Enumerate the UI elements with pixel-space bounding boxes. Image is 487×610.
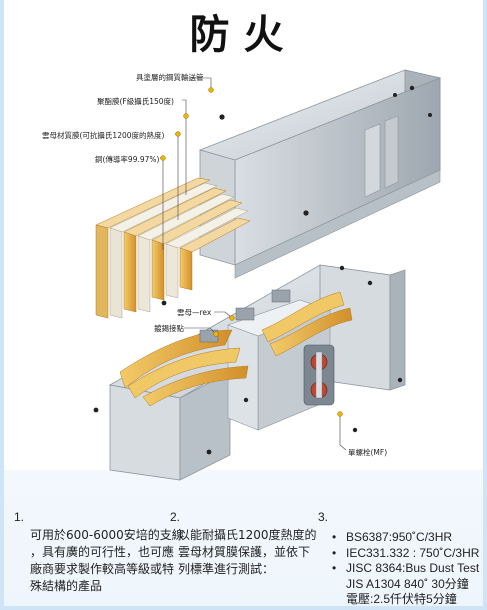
standard-item: JIS A1304 840˚ 30分鐘 — [332, 577, 479, 593]
column-1-number: 1. — [14, 510, 25, 524]
standard-text: BS6387:950˚C/3HR — [346, 530, 453, 544]
callout-mica-rex: 雲母—rex — [177, 308, 212, 317]
column-1-text: 可用於600-6000安培的支線 ，具有廣的可行性，也可應 廠商要求製作較高等級… — [30, 527, 184, 595]
column-3-number: 3. — [318, 510, 329, 524]
callout-copper: 銅(傳導率99.97%) — [95, 155, 160, 164]
callout-insulation-film: 聚酯膜(F級攝氏150度) — [97, 97, 174, 106]
standard-item: •BS6387:950˚C/3HR — [332, 530, 453, 544]
column-1-line: ，具有廣的可行性，也可應 — [30, 545, 175, 559]
standard-text: IEC331.332 : 750˚C/3HR — [346, 545, 480, 560]
column-2-line: 以能耐攝氏1200度熱度的 — [178, 528, 317, 542]
page-title: 防火 — [189, 11, 298, 58]
standard-text: JIS A1304 840˚ 30分鐘 — [346, 576, 469, 591]
column-1-line: 可用於600-6000安培的支線 — [30, 528, 184, 542]
callout-steel-housing: 具塗層的鋼質輸送管 — [136, 73, 204, 82]
standards-list: •BS6387:950˚C/3HR •IEC331.332 : 750˚C/3H… — [332, 530, 479, 608]
busway-joint — [93, 264, 406, 481]
callout-plated-contact: 鍍錫接點 — [154, 324, 184, 333]
callout-bolt: 單螺栓(MF) — [348, 448, 388, 457]
busway-diagram — [93, 69, 442, 481]
standard-text: 電壓:2.5仟伏特5分鐘 — [346, 592, 457, 606]
standard-text: JISC 8364:Bus Dust Test — [346, 561, 480, 575]
standard-item: •IEC331.332 : 750˚C/3HR — [332, 545, 480, 560]
column-2-line: 列標準進行測試： — [178, 562, 275, 576]
callout-mica-film: 雲母材質膜(可抗攝氏1200度的熱度) — [42, 131, 165, 140]
column-2-text: 以能耐攝氏1200度熱度的 雲母材質膜保護，並依下 列標準進行測試： — [178, 527, 317, 578]
column-1-line: 廠商要求製作較高等級或特 — [30, 562, 175, 576]
column-2-line: 雲母材質膜保護，並依下 — [178, 545, 311, 559]
standard-item: •JISC 8364:Bus Dust Test — [332, 561, 480, 575]
standard-item: 電壓:2.5仟伏特5分鐘 — [332, 592, 479, 608]
busway-upper — [95, 69, 442, 319]
column-2-number: 2. — [170, 510, 181, 524]
column-1-line: 殊結構的產品 — [30, 579, 103, 593]
